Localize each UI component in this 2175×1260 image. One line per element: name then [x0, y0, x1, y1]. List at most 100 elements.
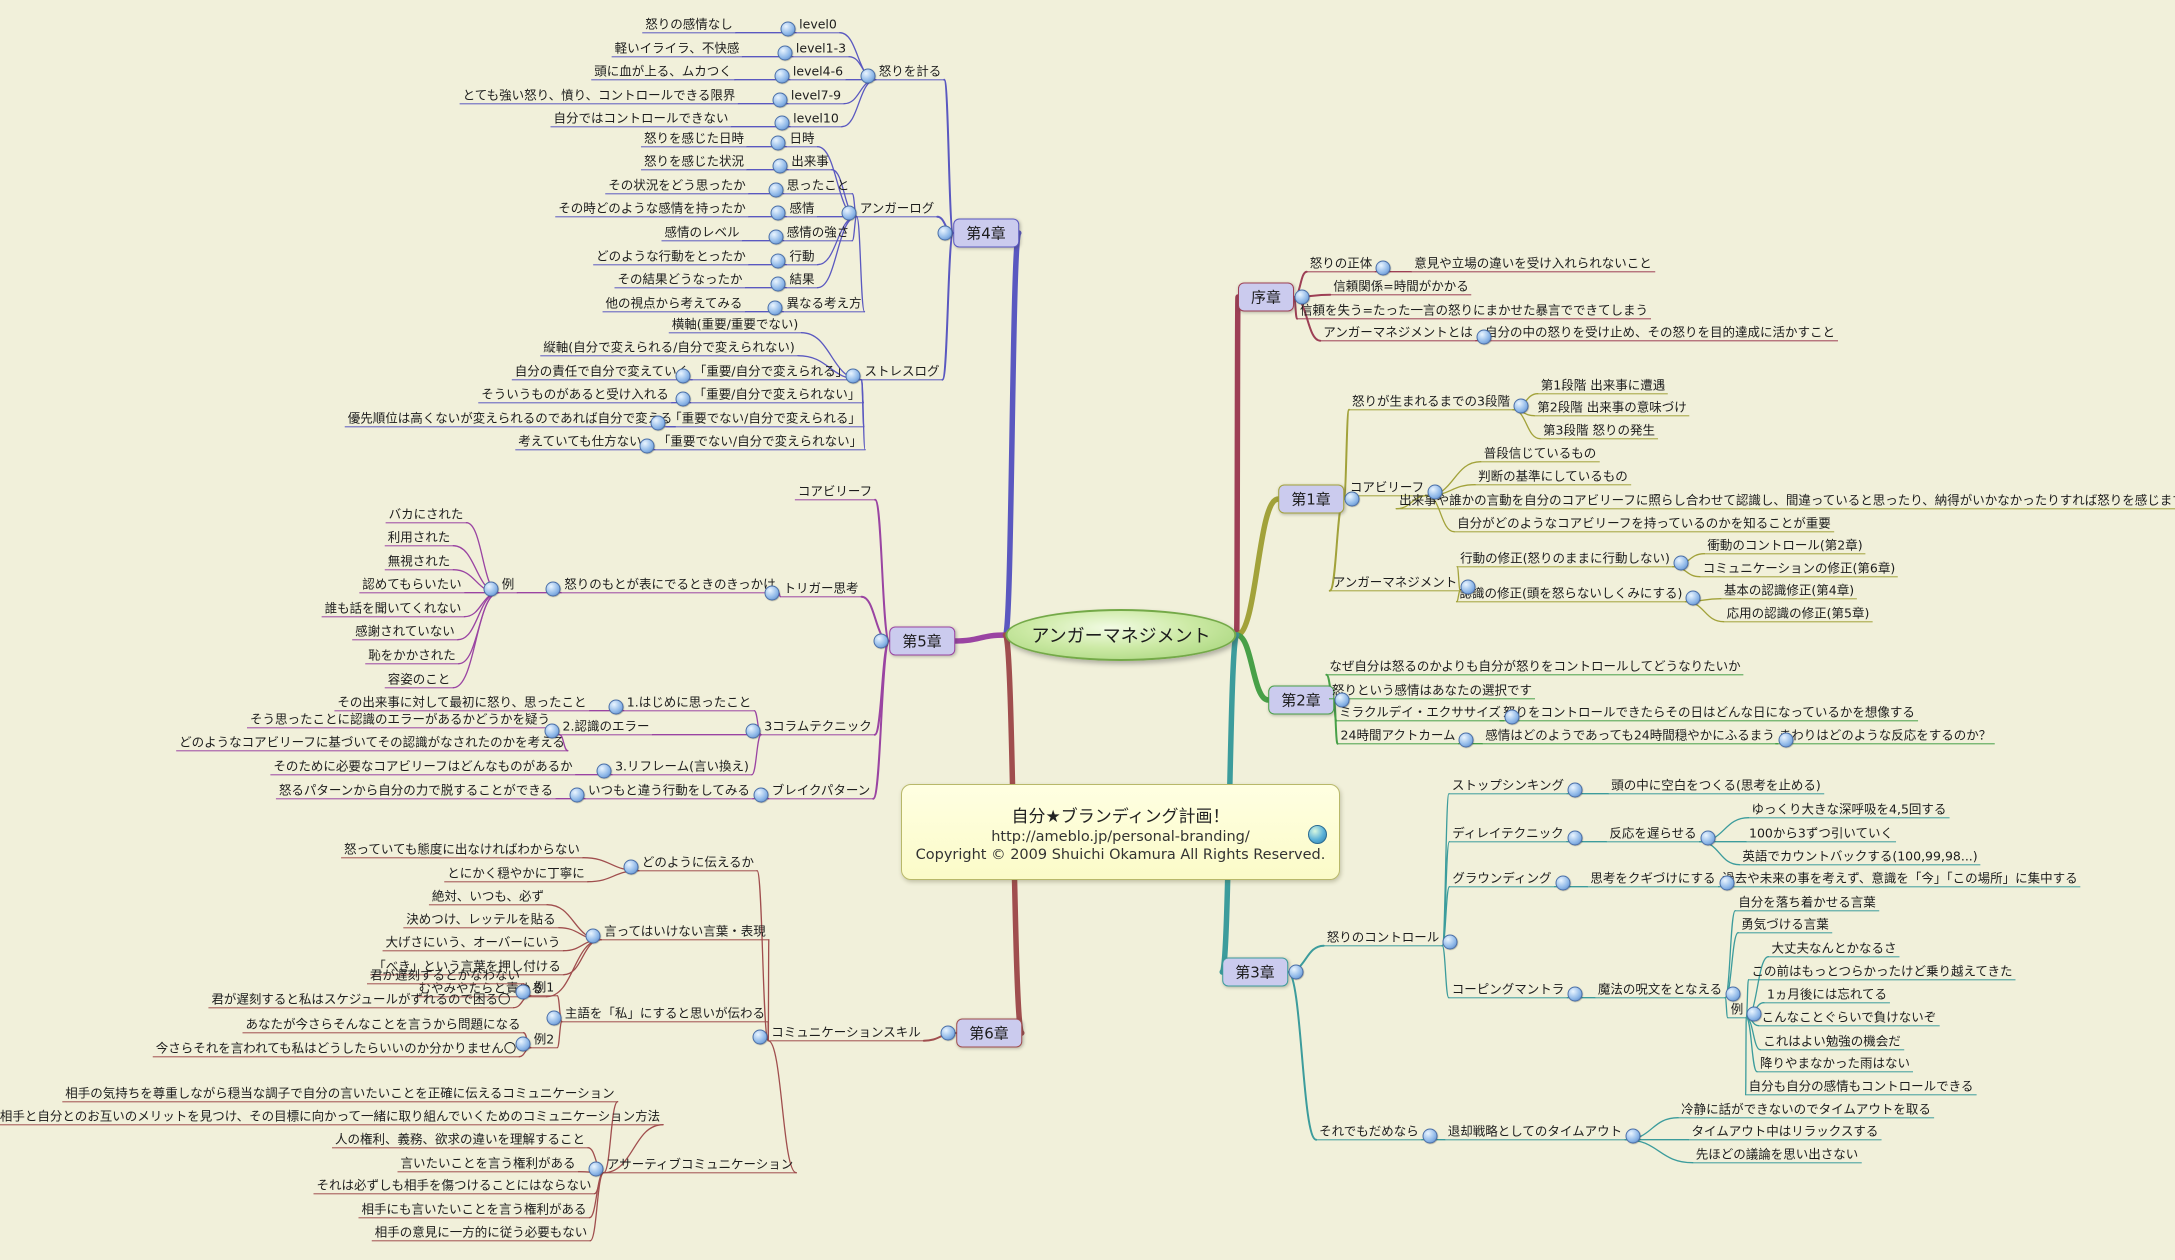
- topic-node-m1d3[interactable]: 頭に血が上る、ムカつく: [591, 63, 735, 81]
- topic-node-pe8[interactable]: 容姿のこと: [384, 671, 454, 689]
- chapter-node-c3[interactable]: 第3章: [1222, 957, 1288, 987]
- link-icon[interactable]: [764, 585, 780, 601]
- link-icon[interactable]: [515, 1036, 531, 1052]
- topic-node-m2d6[interactable]: どのような行動をとったか: [593, 248, 749, 266]
- link-icon[interactable]: [585, 928, 601, 944]
- topic-node-te3[interactable]: 1ヵ月後には忘れてる: [1763, 986, 1891, 1004]
- topic-node-t4[interactable]: コーピングマントラ: [1448, 981, 1568, 999]
- link-icon[interactable]: [772, 158, 788, 174]
- topic-node-q2d2[interactable]: 決めつけ、レッテルを貼る: [403, 911, 559, 929]
- topic-node-t5d[interactable]: 退却戦略としてのタイムアウト: [1444, 1123, 1626, 1141]
- topic-node-p2cd[interactable]: そのために必要なコアビリーフはどんなものがあるか: [270, 758, 576, 776]
- link-icon[interactable]: [937, 225, 953, 241]
- topic-node-pe6[interactable]: 感謝されていない: [352, 623, 458, 641]
- topic-node-p3d[interactable]: いつもと違う行動をしてみる: [585, 782, 753, 800]
- topic-node-m1k1[interactable]: level0: [796, 16, 840, 34]
- topic-node-t1[interactable]: ストップシンキング: [1448, 777, 1568, 795]
- topic-node-te5[interactable]: これはよい勉強の機会だ: [1760, 1033, 1904, 1051]
- topic-node-m1k5[interactable]: level10: [790, 110, 842, 128]
- topic-node-a2d3[interactable]: 出来事や誰かの言動を自分のコアビリーフに照らし合わせて認識し、間違っていると思っ…: [1396, 492, 2175, 510]
- topic-node-t4d2[interactable]: 勇気づける言葉: [1738, 916, 1832, 934]
- topic-node-t5d2[interactable]: タイムアウト中はリラックスする: [1688, 1123, 1882, 1141]
- topic-node-t0[interactable]: 怒りのコントロール: [1323, 929, 1443, 947]
- topic-node-b4dd[interactable]: まわりはどのような反応をするのか？: [1775, 727, 1995, 745]
- link-icon[interactable]: [1458, 732, 1474, 748]
- link-icon[interactable]: [650, 415, 666, 431]
- link-icon[interactable]: [1442, 934, 1458, 950]
- topic-node-a1d1[interactable]: 第1段階 出来事に遭遇: [1537, 377, 1669, 395]
- link-icon[interactable]: [1673, 555, 1689, 571]
- globe-icon[interactable]: [1308, 825, 1327, 844]
- topic-node-b3[interactable]: ミラクルデイ・エクササイズ: [1336, 704, 1504, 722]
- topic-node-q4d5[interactable]: それは必ずしも相手を傷つけることにはならない: [313, 1177, 595, 1195]
- link-icon[interactable]: [675, 368, 691, 384]
- topic-node-b4[interactable]: 24時間アクトカーム: [1337, 727, 1459, 745]
- topic-node-m1d1[interactable]: 怒りの感情なし: [642, 16, 736, 34]
- topic-node-pe7[interactable]: 恥をかかされた: [365, 647, 459, 665]
- topic-node-q3[interactable]: 主語を「私」にすると思いが伝わる: [561, 1005, 769, 1023]
- link-icon[interactable]: [608, 699, 624, 715]
- topic-node-a3b1[interactable]: 行動の修正(怒りのままに行動しない): [1457, 550, 1673, 568]
- topic-node-q3a[interactable]: 例1: [530, 979, 558, 997]
- topic-node-i4[interactable]: アンガーマネジメントとは: [1320, 324, 1476, 342]
- link-icon[interactable]: [768, 182, 784, 198]
- topic-node-a3b2d1[interactable]: 基本の認識修正(第4章): [1720, 582, 1858, 600]
- link-icon[interactable]: [768, 229, 784, 245]
- topic-node-q2d4[interactable]: 「べき」という言葉を押し付ける: [370, 958, 564, 976]
- topic-node-m2k4[interactable]: 感情: [786, 200, 818, 218]
- link-icon[interactable]: [1422, 1128, 1438, 1144]
- topic-node-p2a[interactable]: 1.はじめに思ったこと: [623, 694, 755, 712]
- topic-node-q4d4[interactable]: 言いたいことを言う権利がある: [397, 1155, 579, 1173]
- link-icon[interactable]: [1375, 260, 1391, 276]
- link-icon[interactable]: [752, 1029, 768, 1045]
- topic-node-p2c[interactable]: 3.リフレーム(言い換え): [612, 758, 752, 776]
- topic-node-te6[interactable]: 降りやまなかった雨はない: [1756, 1055, 1914, 1073]
- topic-node-q4d6[interactable]: 相手にも言いたいことを言う権利がある: [358, 1201, 590, 1219]
- topic-node-q4d3[interactable]: 人の権利、義務、欲求の違いを理解すること: [331, 1131, 589, 1149]
- topic-node-m1k2[interactable]: level1-3: [792, 40, 850, 58]
- link-icon[interactable]: [1513, 398, 1529, 414]
- link-icon[interactable]: [770, 253, 786, 269]
- topic-node-p1[interactable]: トリガー思考: [780, 580, 862, 598]
- link-icon[interactable]: [596, 763, 612, 779]
- topic-node-te7[interactable]: 自分も自分の感情もコントロールできる: [1745, 1078, 1977, 1096]
- link-icon[interactable]: [873, 633, 889, 649]
- topic-node-m1d5[interactable]: 自分ではコントロールできない: [550, 110, 732, 128]
- topic-node-p2bd2[interactable]: どのようなコアビリーフに基づいてその認識がなされたのかを考える: [176, 734, 568, 752]
- topic-node-m2d1[interactable]: 怒りを感じた日時: [640, 130, 748, 148]
- link-icon[interactable]: [1567, 830, 1583, 846]
- link-icon[interactable]: [770, 205, 786, 221]
- topic-node-q2d1[interactable]: 絶対、いつも、必ず: [428, 888, 548, 906]
- topic-node-m3k3[interactable]: 「重要でない/自分で変えられる」: [666, 410, 864, 428]
- topic-node-t4d1[interactable]: 自分を落ち着かせる言葉: [1735, 894, 1879, 912]
- topic-node-a2d4[interactable]: 自分がどのようなコアビリーフを持っているのかを知ることが重要: [1454, 515, 1834, 533]
- topic-node-q4d7[interactable]: 相手の意見に一方的に従う必要もない: [371, 1224, 591, 1242]
- topic-node-q3b2[interactable]: 今さらそれを言われても私はどうしたらいいのか分かりません〇: [152, 1040, 520, 1058]
- topic-node-t5[interactable]: それでもだめなら: [1316, 1123, 1422, 1141]
- topic-node-p1d[interactable]: 怒りのもとが表にでるときのきっかけ: [561, 576, 779, 594]
- link-icon[interactable]: [841, 205, 857, 221]
- topic-node-t5d1[interactable]: 冷静に話ができないのでタイムアウトを取る: [1678, 1101, 1934, 1119]
- link-icon[interactable]: [1567, 782, 1583, 798]
- topic-node-m3d3[interactable]: 優先順位は高くないが変えられるのであれば自分で変える: [344, 410, 676, 428]
- link-icon[interactable]: [1725, 986, 1741, 1002]
- link-icon[interactable]: [1476, 329, 1492, 345]
- link-icon[interactable]: [1504, 709, 1520, 725]
- link-icon[interactable]: [777, 45, 793, 61]
- topic-node-m3k2[interactable]: 「重要/自分で変えられない」: [690, 386, 864, 404]
- topic-node-m2k6[interactable]: 行動: [786, 248, 818, 266]
- topic-node-t3[interactable]: グラウンディング: [1449, 870, 1555, 888]
- topic-node-i1[interactable]: 怒りの正体: [1306, 255, 1376, 273]
- topic-node-a2d2[interactable]: 判断の基準にしているもの: [1475, 468, 1631, 486]
- link-icon[interactable]: [780, 21, 796, 37]
- link-icon[interactable]: [860, 68, 876, 84]
- topic-node-q3a1[interactable]: 君が遅刻するとかなわない: [366, 967, 524, 985]
- topic-node-q1d1[interactable]: 怒っていても態度に出なければわからない: [341, 841, 583, 859]
- topic-node-t4ex[interactable]: 例: [1727, 1001, 1747, 1019]
- topic-node-t3dd[interactable]: 過去や未来の事を考えず、意識を「今」「この場所」に集中する: [1719, 870, 2081, 888]
- topic-node-t3d[interactable]: 思考をクギづけにする: [1587, 870, 1719, 888]
- topic-node-i2[interactable]: 信頼関係=時間がかかる: [1330, 278, 1472, 296]
- topic-node-m3b[interactable]: 縦軸(自分で変えられる/自分で変えられない): [540, 339, 798, 357]
- topic-node-p3[interactable]: ブレイクパターン: [768, 782, 874, 800]
- topic-node-a2[interactable]: コアビリーフ: [1346, 479, 1428, 497]
